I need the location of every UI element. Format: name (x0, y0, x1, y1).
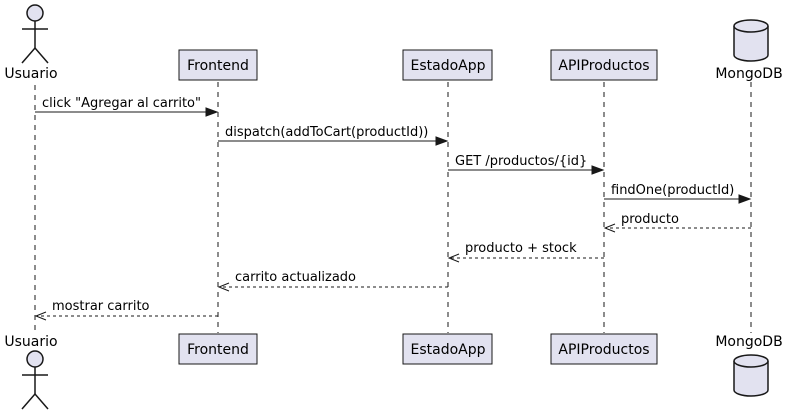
lifelines (34, 82, 752, 333)
actor-legs (21, 46, 49, 64)
arrowhead-4 (738, 194, 752, 204)
message-label-3: GET /productos/{id} (455, 154, 587, 169)
arrowhead-6 (447, 253, 460, 263)
arrowhead-7 (217, 282, 230, 292)
cylinder-body (733, 361, 769, 397)
participant-label-mongodb-bottom: MongoDB (715, 334, 782, 350)
participant-label-mongodb-top: MongoDB (715, 66, 782, 82)
message-label-2: dispatch(addToCart(productId)) (225, 125, 428, 140)
arrowhead-8 (34, 311, 47, 321)
messages: APIProductos --> EstadoApp --> Frontend … (34, 107, 752, 321)
message-label-7: carrito actualizado (235, 270, 356, 285)
participant-box-frontend-bottom (178, 333, 258, 365)
actor-head (26, 350, 44, 368)
arrowhead-3 (591, 165, 605, 175)
cylinder-body (733, 26, 769, 62)
cylinder-top (733, 19, 769, 33)
participant-label-apiproductos-top: APIProductos (558, 58, 649, 74)
actor-usuario-bottom (21, 350, 49, 410)
participant-label-apiproductos-bottom: APIProductos (558, 342, 649, 358)
actor-usuario-top (21, 4, 49, 64)
actor-legs (21, 392, 49, 410)
participant-box-frontend-top (178, 49, 258, 81)
participant-label-frontend-bottom: Frontend (187, 342, 249, 358)
participant-label-estadoapp-top: EstadoApp (410, 58, 485, 74)
arrowhead-1 (205, 107, 219, 117)
participant-label-frontend-top: Frontend (187, 58, 249, 74)
participant-box-estadoapp-bottom (402, 333, 493, 365)
database-icon-mongodb-bottom (733, 354, 769, 397)
participant-label-estadoapp-bottom: EstadoApp (410, 342, 485, 358)
actor-head (26, 4, 44, 22)
message-label-6: producto + stock (465, 241, 577, 256)
participant-label-usuario-bottom: Usuario (4, 334, 57, 350)
arrowhead-2 (435, 136, 449, 146)
message-label-5: producto (621, 212, 679, 227)
cylinder-top (733, 354, 769, 368)
participant-box-apiproductos-top (550, 49, 658, 81)
message-label-1: click "Agregar al carrito" (42, 96, 201, 111)
participant-label-usuario-top: Usuario (4, 66, 57, 82)
participant-box-estadoapp-top (402, 49, 493, 81)
message-label-4: findOne(productId) (611, 183, 734, 198)
database-icon-mongodb-top (733, 19, 769, 62)
message-label-8: mostrar carrito (52, 299, 150, 314)
arrowhead-5 (603, 223, 616, 233)
participant-box-apiproductos-bottom (550, 333, 658, 365)
